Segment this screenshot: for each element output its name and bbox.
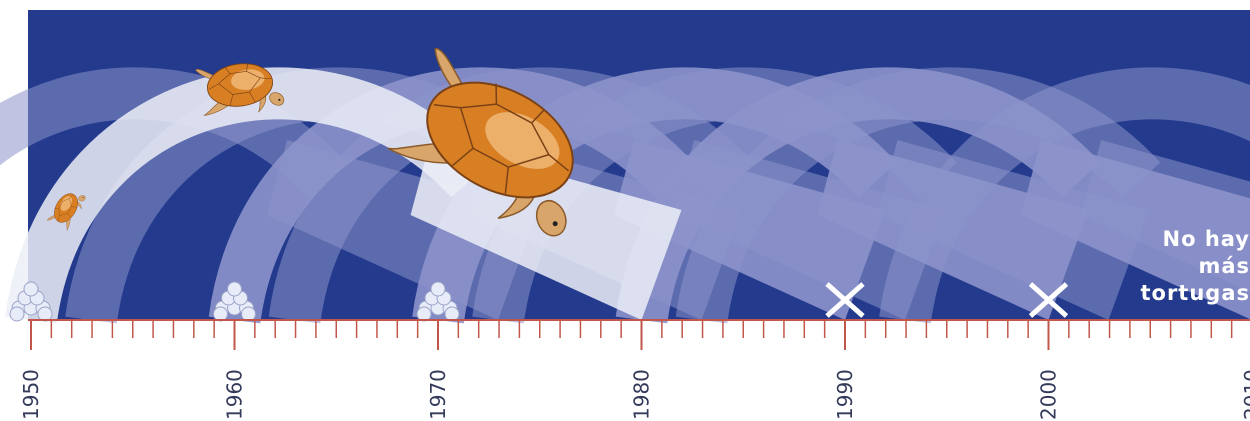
year-label: 2000 <box>1037 369 1061 420</box>
egg <box>214 307 228 321</box>
year-label: 1990 <box>833 369 857 420</box>
egg <box>228 282 242 296</box>
egg <box>242 307 256 321</box>
year-label: 1950 <box>19 369 43 420</box>
egg <box>431 282 445 296</box>
egg <box>10 307 24 321</box>
message-line: tortugas <box>1050 280 1250 307</box>
egg <box>24 282 38 296</box>
message-line: No hay <box>1050 226 1250 253</box>
timeline-axis: 1950 1960 1970 1980 1990 2000 2010 <box>19 320 1250 420</box>
egg <box>445 307 459 321</box>
message-line: más <box>1050 253 1250 280</box>
no-more-turtles-message: No hay más tortugas <box>1050 226 1250 307</box>
year-label: 1980 <box>630 369 654 420</box>
year-label: 1960 <box>223 369 247 420</box>
year-label: 1970 <box>426 369 450 420</box>
egg <box>38 307 52 321</box>
egg <box>417 307 431 321</box>
year-label: 2010 <box>1240 369 1250 420</box>
